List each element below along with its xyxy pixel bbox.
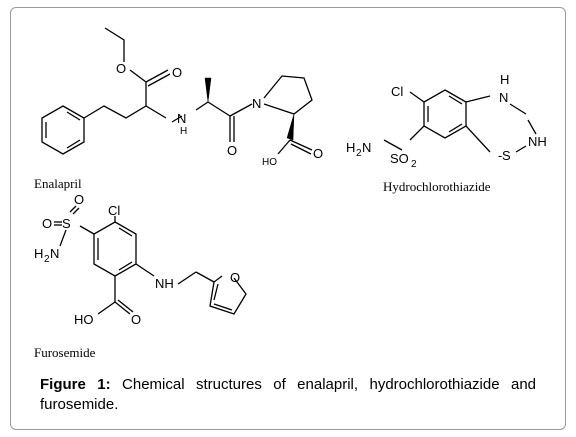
hct-NH-right: NH xyxy=(528,134,547,149)
figure-frame xyxy=(10,7,566,430)
furosemide-S: S xyxy=(62,216,71,231)
enalapril-ring-N: N xyxy=(252,96,261,111)
furosemide-acid-HO: HO xyxy=(74,312,94,327)
furosemide-H2N-N: N xyxy=(50,246,59,261)
hct-H2N-subscript: 2 xyxy=(356,148,362,159)
hct-NH-top-H: H xyxy=(500,72,509,87)
furosemide-NH: NH xyxy=(155,276,174,291)
hct-H2N-H: H xyxy=(346,140,355,155)
furosemide-furan-O: O xyxy=(230,270,240,285)
furosemide-sulfonyl-O-top: O xyxy=(74,192,84,207)
enalapril-amide-O: O xyxy=(227,143,237,158)
furosemide-benzene-ring xyxy=(93,221,137,277)
hydrochlorothiazide-label: Hydrochlorothiazide xyxy=(383,179,491,194)
enalapril-ester-carbonyl-O: O xyxy=(172,65,182,80)
structures-figure: O O N H O N HO O Enalapril Cl H N NH S -… xyxy=(34,27,547,360)
furosemide-structure xyxy=(54,205,247,315)
furosemide-Cl: Cl xyxy=(108,203,120,218)
furosemide-acid-O: O xyxy=(131,312,141,327)
hct-benzene-ring xyxy=(423,89,467,139)
furosemide-label: Furosemide xyxy=(34,345,96,360)
enalapril-acid-HO: HO xyxy=(262,157,277,168)
furosemide-H2N-subscript: 2 xyxy=(44,254,50,265)
enalapril-amine-H: H xyxy=(180,126,187,137)
hct-SO2-subscript: 2 xyxy=(411,159,417,170)
hct-Cl: Cl xyxy=(391,84,403,99)
caption-lead: Figure 1: xyxy=(40,376,111,393)
furosemide-H2N-H: H xyxy=(34,246,43,261)
enalapril-label: Enalapril xyxy=(34,176,82,191)
enalapril-amine-N: N xyxy=(177,111,186,126)
hct-SO2-S: SO xyxy=(390,151,409,166)
hct-ring-S: S xyxy=(502,148,511,163)
benzene-ring xyxy=(41,105,85,155)
hct-S-left-dash: - xyxy=(498,148,502,163)
hydrochlorothiazide-structure xyxy=(383,89,537,153)
enalapril-acid-O: O xyxy=(313,146,323,161)
enalapril-ester-O: O xyxy=(116,61,126,76)
hct-H2N-N: N xyxy=(362,140,371,155)
caption-text: Chemical structures of enalapril, hydroc… xyxy=(40,376,536,413)
enalapril-structure xyxy=(41,27,313,155)
hct-NH-top-N: N xyxy=(499,90,508,105)
phenylethyl-chain xyxy=(83,105,167,119)
figure-caption: Figure 1: Chemical structures of enalapr… xyxy=(40,375,536,415)
furosemide-sulfonyl-O-left: O xyxy=(42,216,52,231)
